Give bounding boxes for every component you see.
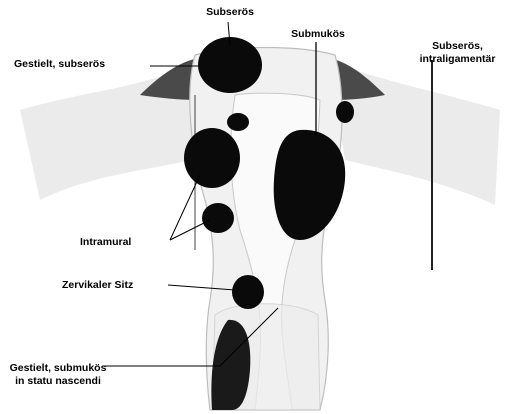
myoma-submucous-stalk [336, 101, 354, 123]
label-zervikaler-sitz: Zervikaler Sitz [62, 279, 133, 292]
label-subseroes-intraligamentaer-line1: Subserös, [400, 40, 515, 53]
leader-intramural-2 [170, 220, 210, 240]
myoma-cervical [232, 275, 264, 309]
label-subseroes-intraligamentaer: Subserös, intraligamentär [400, 40, 515, 66]
myoma-small-upper [227, 113, 249, 131]
myoma-submucous [274, 130, 346, 240]
label-gestielt-submukoes-line2: in statu nascendi [4, 375, 112, 388]
label-submukoes: Submukös [282, 28, 354, 41]
label-subseroes: Subserös [195, 6, 265, 19]
myoma-intramural-large [184, 128, 240, 188]
myoma-intramural-small [202, 203, 234, 233]
label-subseroes-intraligamentaer-line2: intraligamentär [400, 53, 515, 66]
label-gestielt-subseroes: Gestielt, subserös [14, 58, 105, 71]
label-gestielt-submukoes-line1: Gestielt, submukös [4, 362, 112, 375]
myoma-subserous-top [198, 37, 262, 93]
label-intramural: Intramural [80, 236, 131, 249]
label-gestielt-submukoes: Gestielt, submukös in statu nascendi [4, 362, 112, 388]
